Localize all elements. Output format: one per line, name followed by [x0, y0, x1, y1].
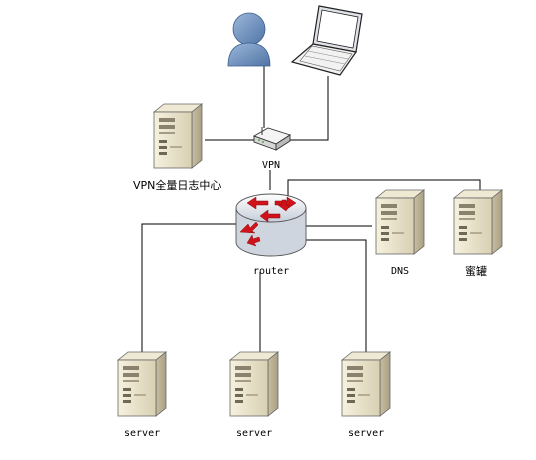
router-icon	[235, 193, 307, 257]
server-3-label: server	[348, 428, 384, 439]
log-center-server-icon	[153, 103, 203, 169]
server-2-icon	[229, 351, 279, 417]
link-router-server1	[141, 223, 240, 372]
server-2-label: server	[236, 428, 272, 439]
vpn-label: VPN	[262, 160, 280, 171]
laptop-icon	[290, 5, 363, 76]
link-router-server3	[304, 239, 367, 388]
link-laptop-vpn	[286, 76, 329, 141]
dns-server-icon	[375, 189, 425, 255]
log-center-label: VPN全量日志中心	[133, 178, 221, 192]
honeypot-server-icon	[453, 189, 503, 255]
link-router-honeypot	[287, 179, 481, 196]
dns-label: DNS	[391, 266, 409, 277]
vpn-device-icon	[252, 127, 292, 151]
router-label: router	[253, 266, 289, 277]
server-1-icon	[117, 351, 167, 417]
server-1-label: server	[124, 428, 160, 439]
honeypot-label: 蜜罐	[465, 264, 487, 278]
user-icon	[227, 12, 271, 67]
connections	[141, 66, 481, 388]
server-3-icon	[341, 351, 391, 417]
